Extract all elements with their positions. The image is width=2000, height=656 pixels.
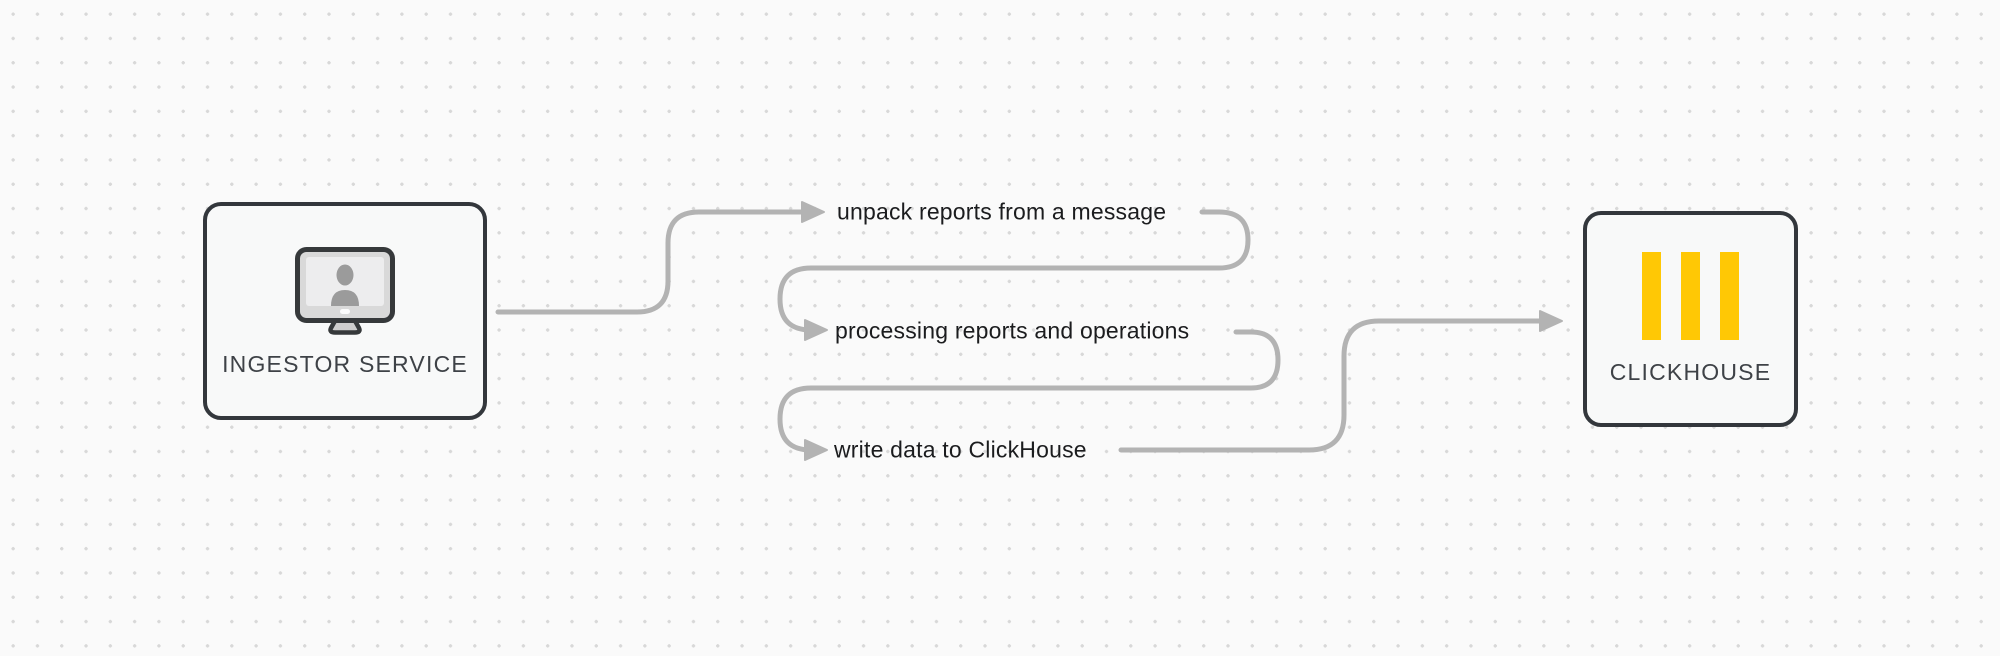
- node-label-clickhouse: CLICKHOUSE: [1609, 359, 1772, 385]
- clickhouse-bar: [1720, 252, 1739, 340]
- monitor-user-icon: [295, 246, 395, 335]
- connector-ingestor-to-step1: [495, 209, 805, 315]
- arrow-right-icon: [804, 439, 828, 461]
- connector-step1-to-step2: [777, 209, 1251, 333]
- node-clickhouse: CLICKHOUSE: [1583, 211, 1798, 427]
- arrow-right-icon: [804, 319, 828, 341]
- connector-step3-to-clickhouse: [1118, 318, 1543, 453]
- arrow-right-icon: [1539, 310, 1563, 332]
- step-label-write-data: write data to ClickHouse: [834, 436, 1087, 463]
- step-label-unpack-reports: unpack reports from a message: [837, 198, 1167, 225]
- clickhouse-bar: [1642, 252, 1661, 340]
- connector-step2-to-step3: [777, 329, 1281, 453]
- clickhouse-bar: [1681, 252, 1700, 340]
- clickhouse-bars-icon: [1642, 252, 1739, 340]
- arrow-right-icon: [801, 201, 825, 223]
- node-label-ingestor: INGESTOR SERVICE: [222, 350, 468, 377]
- node-ingestor-service: INGESTOR SERVICE: [203, 202, 487, 420]
- step-label-processing-reports: processing reports and operations: [835, 317, 1190, 344]
